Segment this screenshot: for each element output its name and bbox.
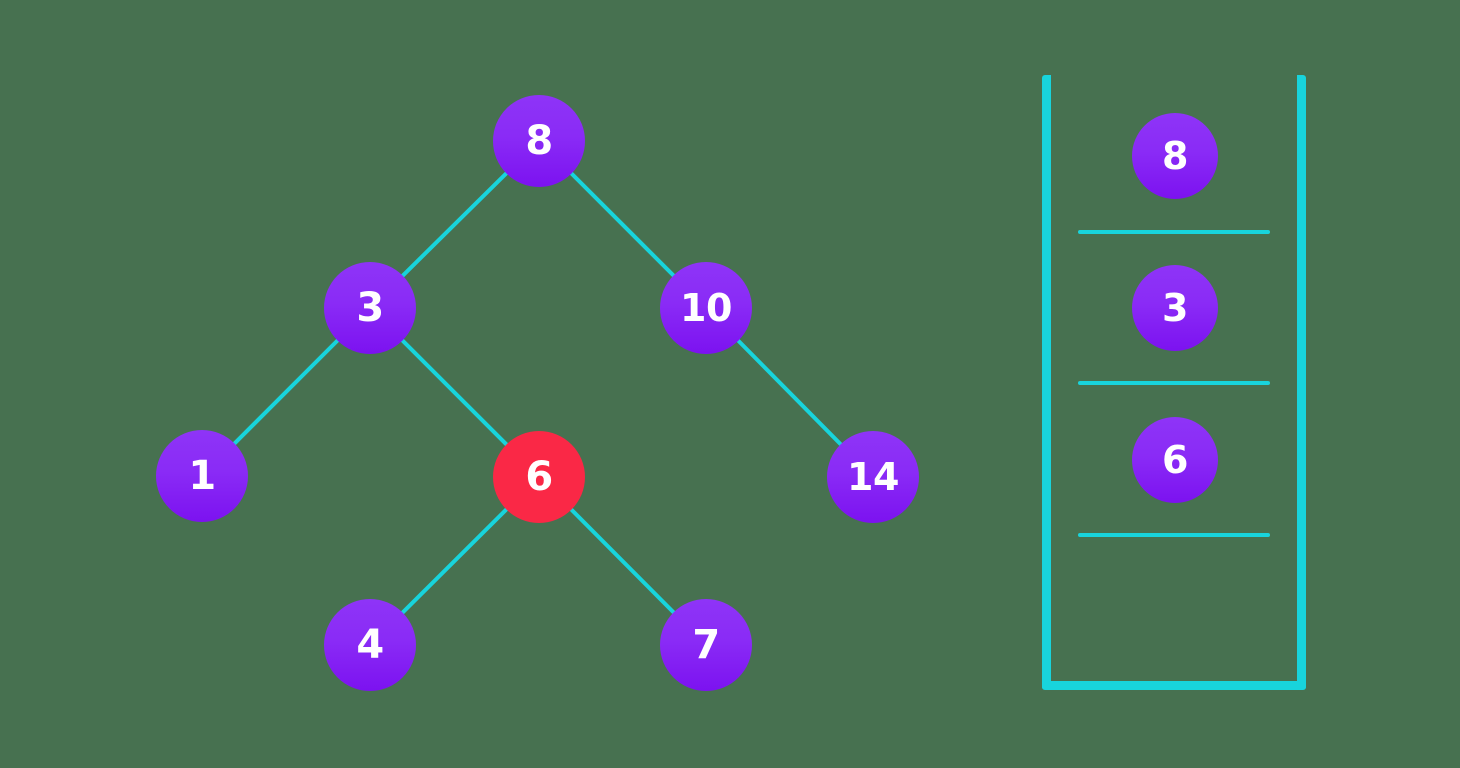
tree-node-3[interactable]: 3 [324, 262, 416, 354]
tree-node-label: 8 [525, 118, 553, 164]
edges-group [200, 139, 875, 647]
tree-node-label: 4 [356, 622, 384, 668]
stack-item-label: 3 [1162, 286, 1188, 330]
tree-node-7[interactable]: 7 [660, 599, 752, 691]
tree-node-8[interactable]: 8 [493, 95, 585, 187]
stack-divider-2 [1078, 381, 1270, 385]
tree-node-10[interactable]: 10 [660, 262, 752, 354]
stack-frame [1042, 75, 1306, 690]
stack-divider-3 [1078, 533, 1270, 537]
tree-node-4[interactable]: 4 [324, 599, 416, 691]
stack-item-6[interactable]: 6 [1132, 417, 1218, 503]
stack-item-label: 6 [1162, 438, 1188, 482]
tree-node-label: 14 [847, 455, 899, 499]
tree-node-6[interactable]: 6 [493, 431, 585, 523]
stack-item-8[interactable]: 8 [1132, 113, 1218, 199]
stack-item-label: 8 [1162, 134, 1188, 178]
tree-node-label: 6 [525, 454, 553, 500]
stack-item-3[interactable]: 3 [1132, 265, 1218, 351]
tree-node-1[interactable]: 1 [156, 430, 248, 522]
tree-node-label: 10 [680, 286, 732, 330]
tree-node-label: 3 [356, 285, 384, 331]
stack-divider-1 [1078, 230, 1270, 234]
tree-node-label: 1 [188, 453, 216, 499]
tree-node-14[interactable]: 14 [827, 431, 919, 523]
tree-node-label: 7 [692, 622, 720, 668]
